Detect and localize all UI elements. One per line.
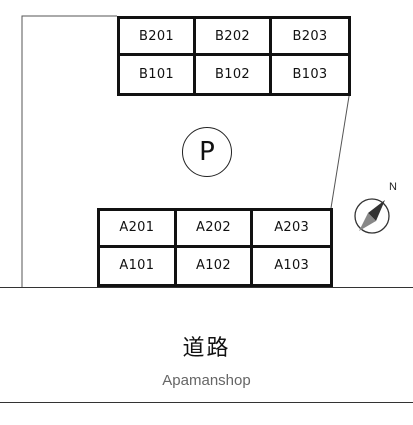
- watermark: Apamanshop: [162, 372, 251, 389]
- compass-icon: N: [354, 181, 397, 234]
- unit-b202[interactable]: B202: [196, 19, 272, 56]
- road-label: 道路: [182, 336, 231, 361]
- road-edge-top: [0, 287, 413, 288]
- compass-north-label: N: [389, 181, 397, 193]
- unit-b103[interactable]: B103: [292, 67, 328, 82]
- unit-a103[interactable]: A103: [274, 258, 310, 274]
- building-a: A201 A202 A203 A101 A102 A103: [97, 208, 333, 287]
- unit-a201[interactable]: A201: [100, 211, 177, 248]
- parking-icon: P: [182, 127, 232, 177]
- unit-b102[interactable]: B102: [196, 56, 272, 93]
- road-edge-bottom: [0, 402, 413, 403]
- unit-a102[interactable]: A102: [177, 247, 254, 284]
- unit-a203[interactable]: A203: [253, 211, 330, 248]
- unit-b101[interactable]: B101: [120, 56, 196, 93]
- unit-a101[interactable]: A101: [100, 247, 177, 284]
- building-b: B201 B202 B203 B101 B102 B103: [117, 16, 351, 96]
- unit-b203[interactable]: B203: [272, 19, 348, 56]
- unit-a202[interactable]: A202: [176, 211, 254, 248]
- unit-b201[interactable]: B201: [120, 19, 196, 56]
